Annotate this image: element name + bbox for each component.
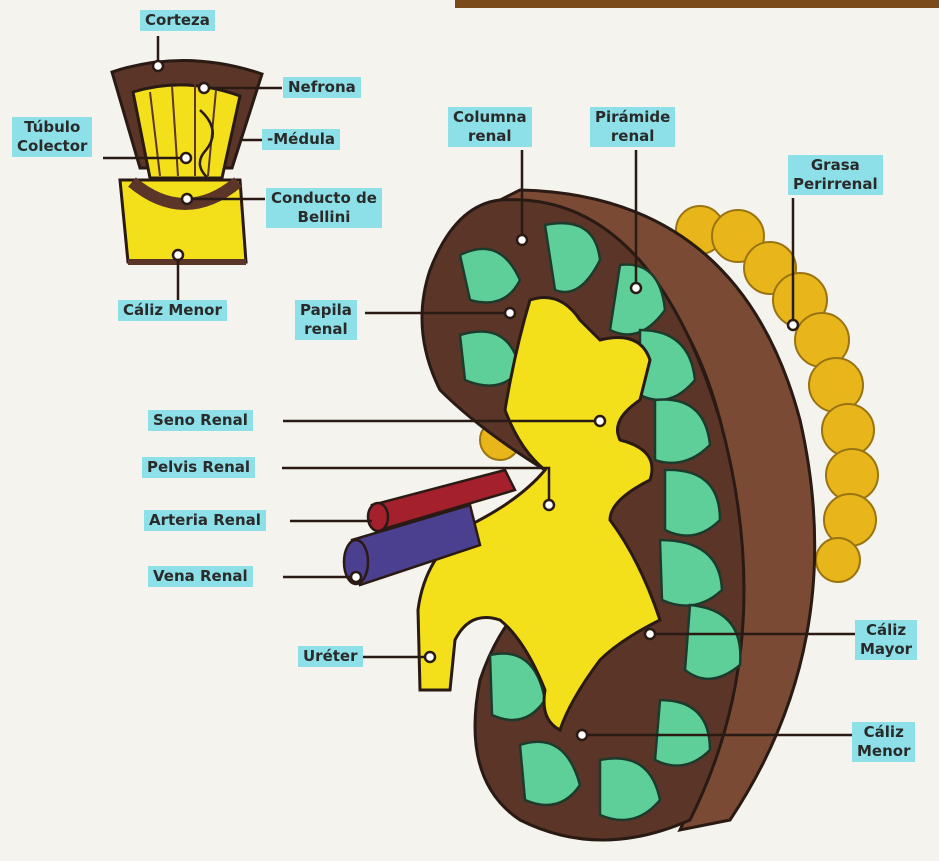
label-nefrona: Nefrona [283,77,361,98]
label-vena-renal: Vena Renal [148,566,253,587]
label-caliz-menor-right: Cáliz Menor [852,722,915,762]
label-tubulo-colector: Túbulo Colector [12,117,92,157]
label-caliz-menor-top: Cáliz Menor [118,300,227,321]
label-ureter: Uréter [298,646,363,667]
renal-artery-end [368,503,388,531]
label-piramide-renal: Pirámide renal [590,107,675,147]
label-columna-renal: Columna renal [448,107,532,147]
label-medula: -Médula [262,129,340,150]
label-grasa-perirrenal: Grasa Perirrenal [788,155,883,195]
label-arteria-renal: Arteria Renal [144,510,266,531]
label-papila-renal: Papila renal [295,300,357,340]
header-bar [455,0,939,8]
label-conducto-bellini: Conducto de Bellini [266,188,382,228]
label-seno-renal: Seno Renal [148,410,253,431]
label-pelvis-renal: Pelvis Renal [142,457,255,478]
label-corteza: Corteza [140,10,215,31]
label-caliz-mayor: Cáliz Mayor [855,620,917,660]
